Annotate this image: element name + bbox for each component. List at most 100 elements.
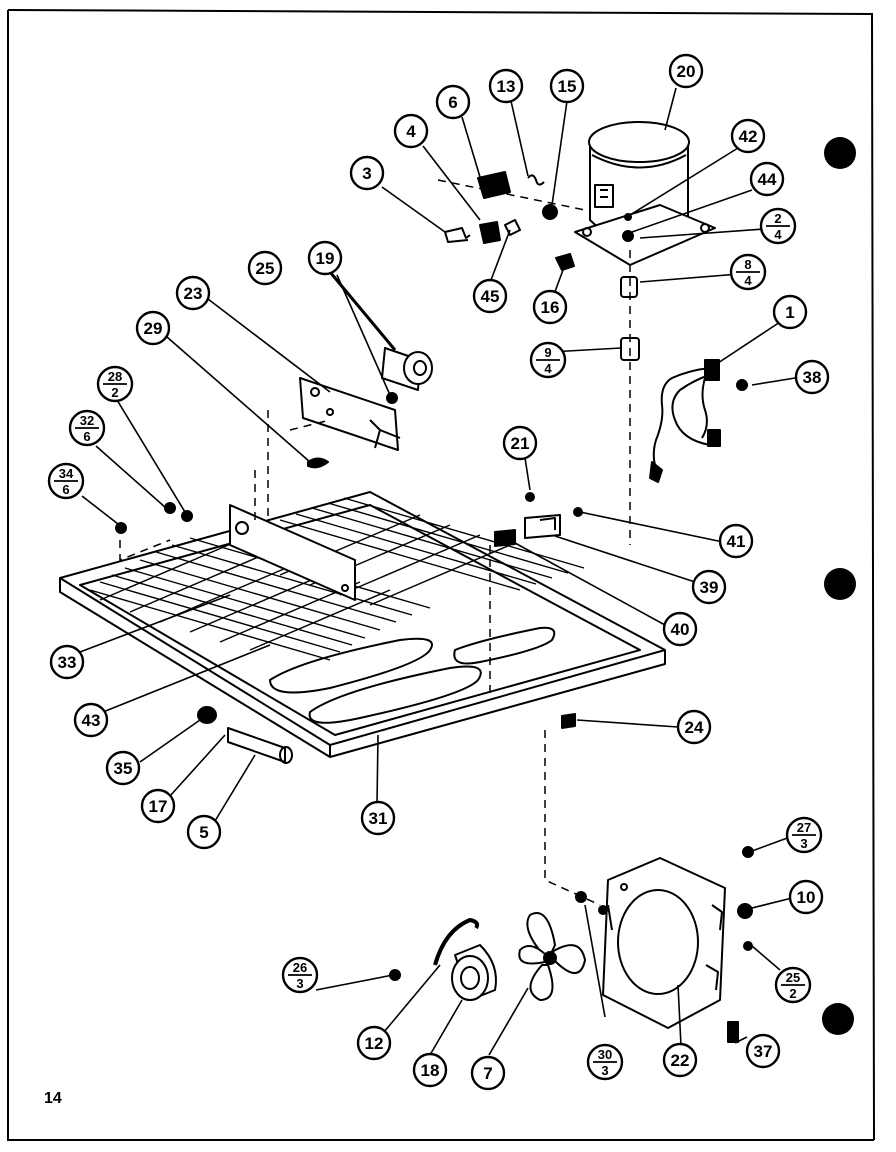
callout-denominator: 4 [544, 361, 552, 376]
part-callout-17: 17 [140, 788, 176, 824]
part-callout-7: 7 [470, 1055, 506, 1091]
binder-hole-icon [824, 137, 856, 169]
callout-denominator: 3 [296, 976, 303, 991]
callout-numerator: 27 [797, 820, 811, 835]
part-callout-18: 18 [412, 1052, 448, 1088]
part-callout-37: 37 [745, 1033, 781, 1069]
callout-label: 24 [685, 718, 704, 737]
part-callout-29: 29 [135, 310, 171, 346]
callout-label: 31 [369, 809, 388, 828]
part-callout-25: 25 [247, 250, 283, 286]
part-callout-15: 15 [549, 68, 585, 104]
callout-circle [772, 294, 808, 330]
callout-circle [488, 68, 524, 104]
callout-circle [135, 310, 171, 346]
callout-circle [186, 814, 222, 850]
callout-label: 43 [82, 711, 101, 730]
clip-part [307, 457, 329, 469]
callout-label: 37 [754, 1042, 773, 1061]
callout-label: 4 [406, 122, 416, 141]
parts-drawing [59, 121, 754, 1043]
part-callout-23: 23 [175, 275, 211, 311]
callout-circle [349, 155, 385, 191]
wiring-harness-part [649, 359, 748, 483]
callout-circle [532, 289, 568, 325]
callout-numerator: 30 [598, 1047, 612, 1062]
part-callout-33: 33 [49, 644, 85, 680]
part-callout-25-of-2: 252 [774, 966, 812, 1004]
callout-label: 13 [497, 77, 516, 96]
callout-circle [356, 1025, 392, 1061]
callout-denominator: 6 [62, 482, 69, 497]
part-callout-20: 20 [668, 53, 704, 89]
sensor-parts [197, 706, 293, 764]
part-callout-35: 35 [105, 750, 141, 786]
callout-circle [105, 750, 141, 786]
part-callout-12: 12 [356, 1025, 392, 1061]
part-callout-16: 16 [532, 289, 568, 325]
leader-lines [79, 87, 796, 1056]
divider-plate [229, 504, 356, 601]
page-border [7, 9, 875, 1141]
fan-blade-part [518, 912, 586, 1001]
callout-circle [788, 879, 824, 915]
bracket-part [299, 377, 401, 451]
callout-circle [549, 68, 585, 104]
callout-circle [307, 240, 343, 276]
callout-denominator: 6 [83, 429, 90, 444]
relay-parts [444, 171, 575, 271]
part-callout-27-of-3: 273 [785, 816, 823, 854]
callout-numerator: 26 [293, 960, 307, 975]
callout-label: 29 [144, 319, 163, 338]
callout-circle [140, 788, 176, 824]
page-number: 14 [44, 1090, 62, 1107]
part-callout-21: 21 [502, 425, 538, 461]
part-callout-24: 24 [676, 709, 712, 745]
motor-wire-part [433, 918, 480, 966]
callout-denominator: 2 [789, 986, 796, 1001]
fan-shroud-part [598, 857, 726, 1029]
callout-circle [49, 644, 85, 680]
callout-circle [502, 425, 538, 461]
callout-label: 39 [700, 578, 719, 597]
part-callout-8-of-4: 84 [729, 253, 767, 291]
callout-numerator: 25 [786, 970, 800, 985]
part-callout-31: 31 [360, 800, 396, 836]
callout-circle [662, 611, 698, 647]
callout-denominator: 4 [744, 273, 752, 288]
callout-label: 44 [758, 170, 777, 189]
alignment-lines [119, 179, 631, 906]
callout-circle [662, 1042, 698, 1078]
part-callout-4: 4 [393, 113, 429, 149]
callout-numerator: 32 [80, 413, 94, 428]
callout-circle [175, 275, 211, 311]
callout-label: 20 [677, 62, 696, 81]
callout-circle [718, 523, 754, 559]
callout-label: 3 [362, 164, 371, 183]
callout-label: 16 [541, 298, 560, 317]
callout-denominator: 3 [601, 1063, 608, 1078]
callout-label: 7 [483, 1064, 492, 1083]
callout-denominator: 4 [774, 227, 782, 242]
binder-hole-icon [824, 568, 856, 600]
callout-numerator: 28 [108, 369, 122, 384]
part-callout-41: 41 [718, 523, 754, 559]
callout-circle [73, 702, 109, 738]
callout-circle [247, 250, 283, 286]
callout-label: 15 [558, 77, 577, 96]
callout-circle [745, 1033, 781, 1069]
part-callout-2-of-4: 24 [759, 207, 797, 245]
callout-label: 1 [785, 303, 794, 322]
part-callout-9-of-4: 94 [529, 341, 567, 379]
callout-label: 40 [671, 620, 690, 639]
part-callout-40: 40 [662, 611, 698, 647]
part-callout-38: 38 [794, 359, 830, 395]
callout-circle [668, 53, 704, 89]
callout-denominator: 2 [111, 385, 118, 400]
callout-circle [749, 161, 785, 197]
callout-label: 38 [803, 368, 822, 387]
callout-label: 12 [365, 1034, 384, 1053]
callout-circle [794, 359, 830, 395]
